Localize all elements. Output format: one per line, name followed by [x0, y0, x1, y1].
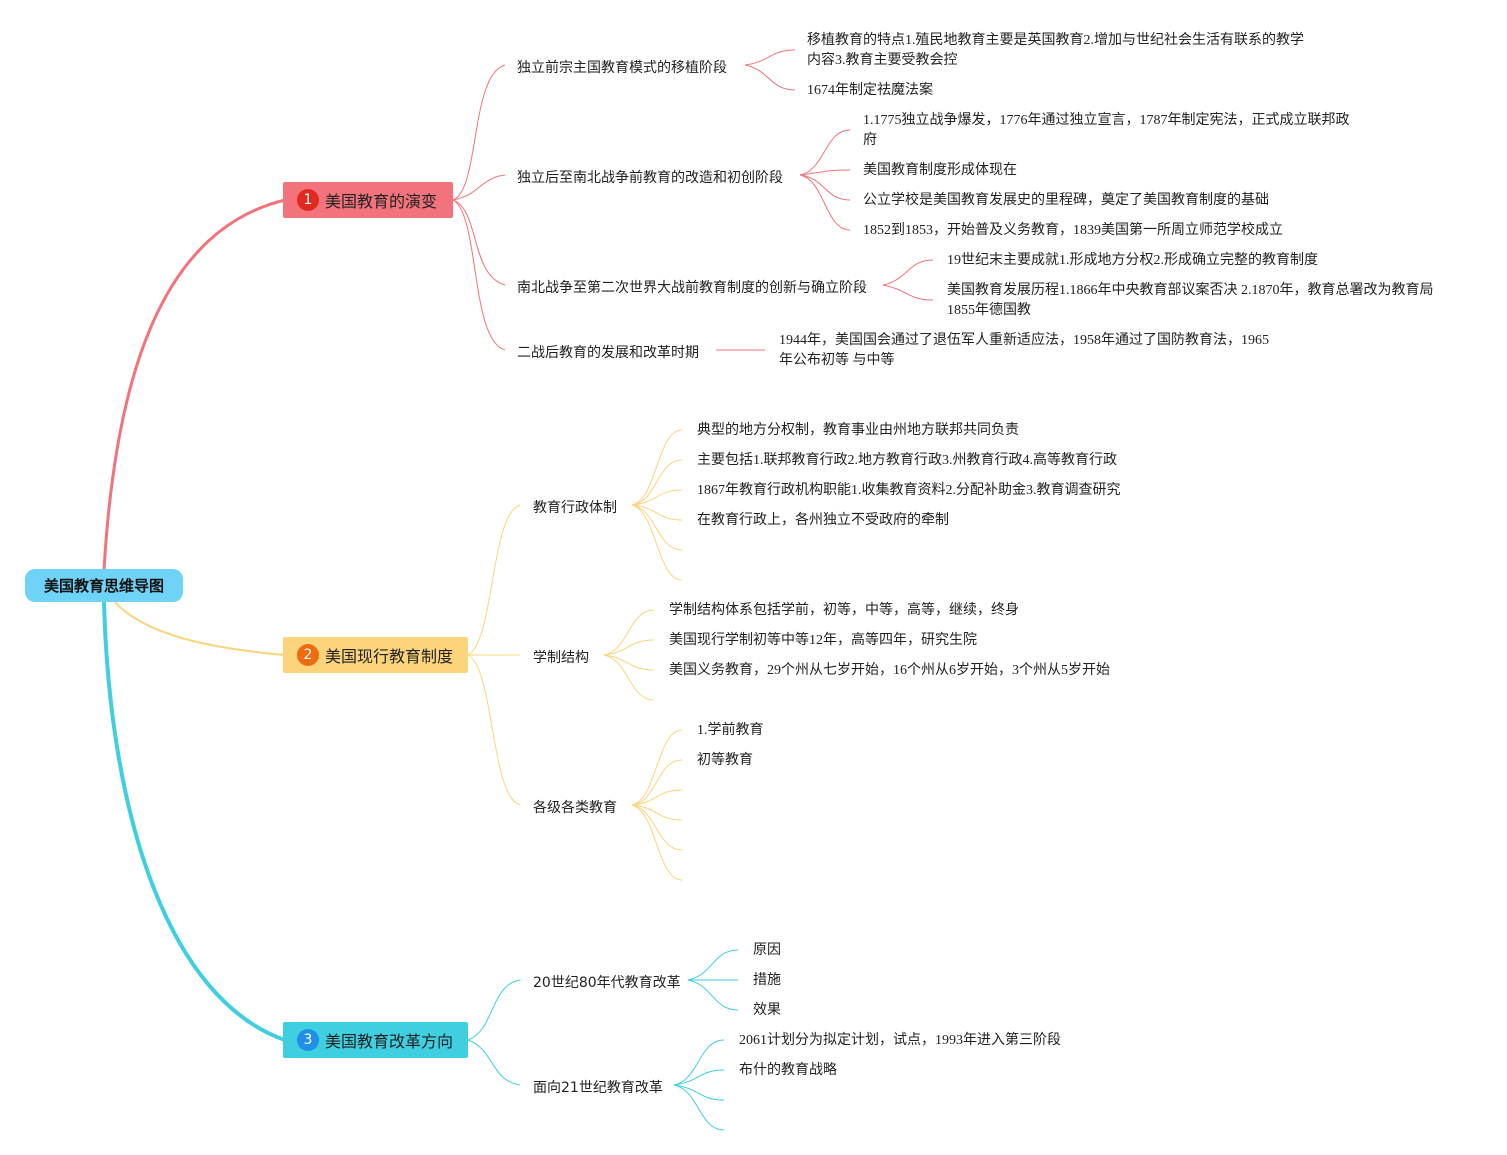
- link-b2-s1-l4: [631, 504, 683, 521]
- link-b1-s2-l2: [799, 169, 851, 176]
- leaf-node[interactable]: 1852到1853，开始普及义务教育，1839美国第一所周立师范学校成立: [863, 223, 1283, 238]
- sub-node-2-3[interactable]: 各级各类教育: [533, 800, 617, 816]
- link-b1-s3: [452, 199, 506, 286]
- link-b3-s2-l2: [673, 1069, 725, 1086]
- leaf-node[interactable]: 在教育行政上，各州独立不受政府的牵制: [697, 513, 949, 528]
- leaf-node[interactable]: 原因: [753, 943, 781, 958]
- link-b2-s1: [467, 504, 521, 656]
- number-badge-icon: 1: [297, 189, 319, 211]
- sub-node-1-1[interactable]: 独立前宗主国教育模式的移植阶段: [517, 60, 727, 76]
- leaf-node[interactable]: 公立学校是美国教育发展史的里程碑，奠定了美国教育制度的基础: [863, 193, 1269, 208]
- link-b2-s3-l3: [631, 789, 683, 806]
- number-badge-icon: 3: [297, 1029, 319, 1051]
- link-root-branch-2: [114, 601, 286, 656]
- leaf-node[interactable]: 1.学前教育: [697, 723, 764, 738]
- leaf-node[interactable]: 措施: [753, 973, 781, 988]
- leaf-node[interactable]: 美国教育发展历程1.1866年中央教育部议案否决 2.1870年，教育总署改为教…: [947, 283, 1434, 318]
- link-root-branch-1: [102, 198, 286, 571]
- leaf-node[interactable]: 1944年，美国国会通过了退伍军人重新适应法，1958年通过了国防教育法，196…: [779, 333, 1269, 368]
- link-b3-s2-l4: [673, 1084, 725, 1131]
- link-b2-s1-l5: [631, 504, 683, 551]
- link-root-branch-3: [102, 601, 286, 1042]
- link-b1-s2: [452, 174, 506, 201]
- leaf-node[interactable]: 典型的地方分权制，教育事业由州地方联邦共同负责: [697, 423, 1019, 438]
- leaf-node[interactable]: 移植教育的特点1.殖民地教育主要是英国教育2.增加与世纪社会生活有联系的教学内容…: [807, 33, 1304, 68]
- leaf-node[interactable]: 19世纪末主要成就1.形成地方分权2.形成确立完整的教育制度: [947, 253, 1318, 268]
- link-b1-s1-l1: [744, 49, 796, 66]
- leaf-node[interactable]: 2061计划分为拟定计划，试点，1993年进入第三阶段: [739, 1033, 1061, 1048]
- leaf-node[interactable]: 初等教育: [697, 753, 753, 768]
- branch-label: 美国现行教育制度: [325, 647, 454, 666]
- link-b1-s1-l2: [744, 64, 796, 91]
- link-b2-s3-l4: [631, 804, 683, 821]
- link-b3-s2-l3: [673, 1084, 725, 1101]
- sub-node-3-2[interactable]: 面向21世纪教育改革: [533, 1080, 663, 1096]
- link-b3-s1-l1: [687, 949, 739, 981]
- leaf-node[interactable]: 1867年教育行政机构职能1.收集教育资料2.分配补助金3.教育调查研究: [697, 483, 1121, 498]
- link-b1-s3-l2: [882, 284, 934, 301]
- link-b3-s1: [467, 979, 521, 1041]
- link-b2-s3: [467, 654, 521, 806]
- leaf-node[interactable]: 1.1775独立战争爆发，1776年通过独立宣言，1787年制定宪法，正式成立联…: [863, 113, 1350, 148]
- root-label: 美国教育思维导图: [43, 577, 164, 595]
- branch-node-3[interactable]: 3 美国教育改革方向: [283, 1022, 468, 1058]
- link-b1-s2-l1: [799, 129, 851, 176]
- branch-label: 美国教育的演变: [325, 192, 438, 211]
- leaf-node[interactable]: 美国现行学制初等中等12年，高等四年，研究生院: [669, 633, 977, 648]
- branch-label: 美国教育改革方向: [325, 1032, 454, 1051]
- leaf-node[interactable]: 1674年制定祛魔法案: [807, 83, 933, 98]
- link-b2-s3-l1: [631, 729, 683, 806]
- branch-node-1[interactable]: 1 美国教育的演变: [283, 182, 453, 218]
- sub-node-2-1[interactable]: 教育行政体制: [533, 500, 617, 516]
- number-badge-icon: 2: [297, 644, 319, 666]
- leaf-node[interactable]: 布什的教育战略: [739, 1063, 837, 1078]
- link-b2-s2-l4: [603, 654, 655, 701]
- link-b2-s3-l2: [631, 759, 683, 806]
- link-b2-s2-l2: [603, 639, 655, 656]
- leaf-node[interactable]: 美国教育制度形成体现在: [863, 163, 1017, 178]
- link-b2-s3-l6: [631, 804, 683, 881]
- leaf-node[interactable]: 效果: [753, 1003, 781, 1018]
- link-b3-s1-l3: [687, 979, 739, 1011]
- link-b1-s2-l4: [799, 174, 851, 231]
- link-b1-s3-l1: [882, 259, 934, 286]
- link-b1-s2-l3: [799, 174, 851, 201]
- link-b1-s4: [452, 199, 506, 351]
- sub-node-3-1[interactable]: 20世纪80年代教育改革: [533, 975, 681, 991]
- link-b2-s2-l3: [603, 654, 655, 671]
- sub-node-1-4[interactable]: 二战后教育的发展和改革时期: [517, 345, 699, 361]
- link-b2-s2-l1: [603, 609, 655, 656]
- link-b1-s1: [452, 64, 506, 201]
- link-b2-s1-l1: [631, 429, 683, 506]
- link-b3-s2: [467, 1039, 521, 1086]
- link-b2-s1-l2: [631, 459, 683, 506]
- branch-node-2[interactable]: 2 美国现行教育制度: [283, 637, 468, 673]
- root-node[interactable]: 美国教育思维导图: [25, 569, 183, 602]
- sub-node-2-2[interactable]: 学制结构: [533, 650, 589, 666]
- link-b2-s3-l5: [631, 804, 683, 851]
- sub-node-1-2[interactable]: 独立后至南北战争前教育的改造和初创阶段: [517, 170, 783, 186]
- link-b2-s1-l3: [631, 489, 683, 506]
- leaf-node[interactable]: 主要包括1.联邦教育行政2.地方教育行政3.州教育行政4.高等教育行政: [697, 453, 1117, 468]
- sub-node-1-3[interactable]: 南北战争至第二次世界大战前教育制度的创新与确立阶段: [517, 280, 867, 296]
- leaf-node[interactable]: 美国义务教育，29个州从七岁开始，16个州从6岁开始，3个州从5岁开始: [669, 663, 1110, 678]
- link-b3-s2-l1: [673, 1039, 725, 1086]
- link-b2-s1-l6: [631, 504, 683, 581]
- leaf-node[interactable]: 学制结构体系包括学前，初等，中等，高等，继续，终身: [669, 603, 1019, 618]
